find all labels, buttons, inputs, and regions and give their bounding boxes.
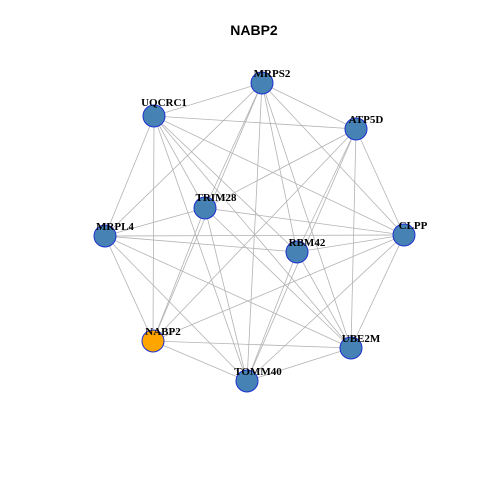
edge-uqcrc1-trim28 [153, 115, 206, 209]
node-ube2m [339, 336, 363, 360]
edge-mrpl4-clpp [104, 234, 405, 237]
node-label-nabp2: NABP2 [145, 326, 181, 338]
edge-uqcrc1-ube2m [153, 115, 352, 349]
node-label-tomm40: TOMM40 [234, 366, 282, 378]
edge-mrpl4-nabp2 [104, 235, 154, 342]
node-mrpl4 [93, 224, 117, 248]
node-atp5d [344, 117, 368, 141]
edge-mrpl4-rbm42 [104, 235, 298, 253]
edge-rbm42-tomm40 [246, 251, 298, 382]
diagram-title: NABP2 [230, 22, 278, 38]
edge-trim28-mrpl4 [104, 207, 206, 237]
nodes-layer [93, 71, 416, 393]
edge-atp5d-rbm42 [296, 128, 357, 253]
node-label-clpp: CLPP [399, 220, 428, 232]
edge-mrpl4-tomm40 [104, 235, 248, 382]
node-label-rbm42: RBM42 [289, 237, 326, 249]
edge-atp5d-clpp [355, 128, 405, 236]
node-label-ube2m: UBE2M [342, 333, 381, 345]
edge-trim28-clpp [204, 207, 405, 236]
edge-mrps2-trim28 [204, 82, 263, 209]
node-rbm42 [285, 240, 309, 264]
node-label-atp5d: ATP5D [349, 114, 384, 126]
edge-mrpl4-ube2m [104, 235, 352, 349]
edge-mrps2-ube2m [261, 82, 352, 349]
edge-mrps2-clpp [261, 82, 405, 236]
node-nabp2 [141, 329, 165, 353]
edge-uqcrc1-clpp [153, 115, 405, 236]
edge-trim28-ube2m [204, 207, 352, 349]
node-label-mrps2: MRPS2 [254, 68, 291, 80]
edge-mrps2-uqcrc1 [153, 82, 263, 117]
node-trim28 [193, 196, 217, 220]
node-label-trim28: TRIM28 [196, 192, 237, 204]
edge-clpp-tomm40 [246, 234, 405, 382]
edge-trim28-tomm40 [204, 207, 248, 382]
edge-mrps2-atp5d [261, 82, 357, 130]
edge-atp5d-ube2m [350, 128, 357, 349]
edge-clpp-nabp2 [152, 234, 405, 342]
node-tomm40 [235, 369, 259, 393]
edge-mrps2-tomm40 [246, 82, 263, 382]
node-label-uqcrc1: UQCRC1 [141, 97, 187, 109]
edge-uqcrc1-mrpl4 [104, 115, 155, 237]
node-clpp [392, 223, 416, 247]
edge-nabp2-tomm40 [152, 340, 248, 382]
edge-rbm42-ube2m [296, 251, 352, 349]
node-mrps2 [250, 71, 274, 95]
edge-mrps2-mrpl4 [104, 82, 263, 237]
edge-mrps2-rbm42 [261, 82, 298, 253]
edge-ube2m-tomm40 [246, 347, 352, 382]
edge-uqcrc1-nabp2 [152, 115, 155, 342]
edge-atp5d-trim28 [204, 128, 357, 209]
edge-clpp-ube2m [350, 234, 405, 349]
node-label-mrpl4: MRPL4 [96, 221, 134, 233]
edge-atp5d-nabp2 [152, 128, 357, 342]
edge-uqcrc1-rbm42 [153, 115, 298, 253]
edge-nabp2-ube2m [152, 340, 352, 349]
edge-uqcrc1-atp5d [153, 115, 357, 130]
edges-layer [104, 82, 405, 382]
node-uqcrc1 [142, 104, 166, 128]
edge-rbm42-clpp [296, 234, 405, 253]
edge-trim28-nabp2 [152, 207, 206, 342]
edge-uqcrc1-tomm40 [153, 115, 248, 382]
